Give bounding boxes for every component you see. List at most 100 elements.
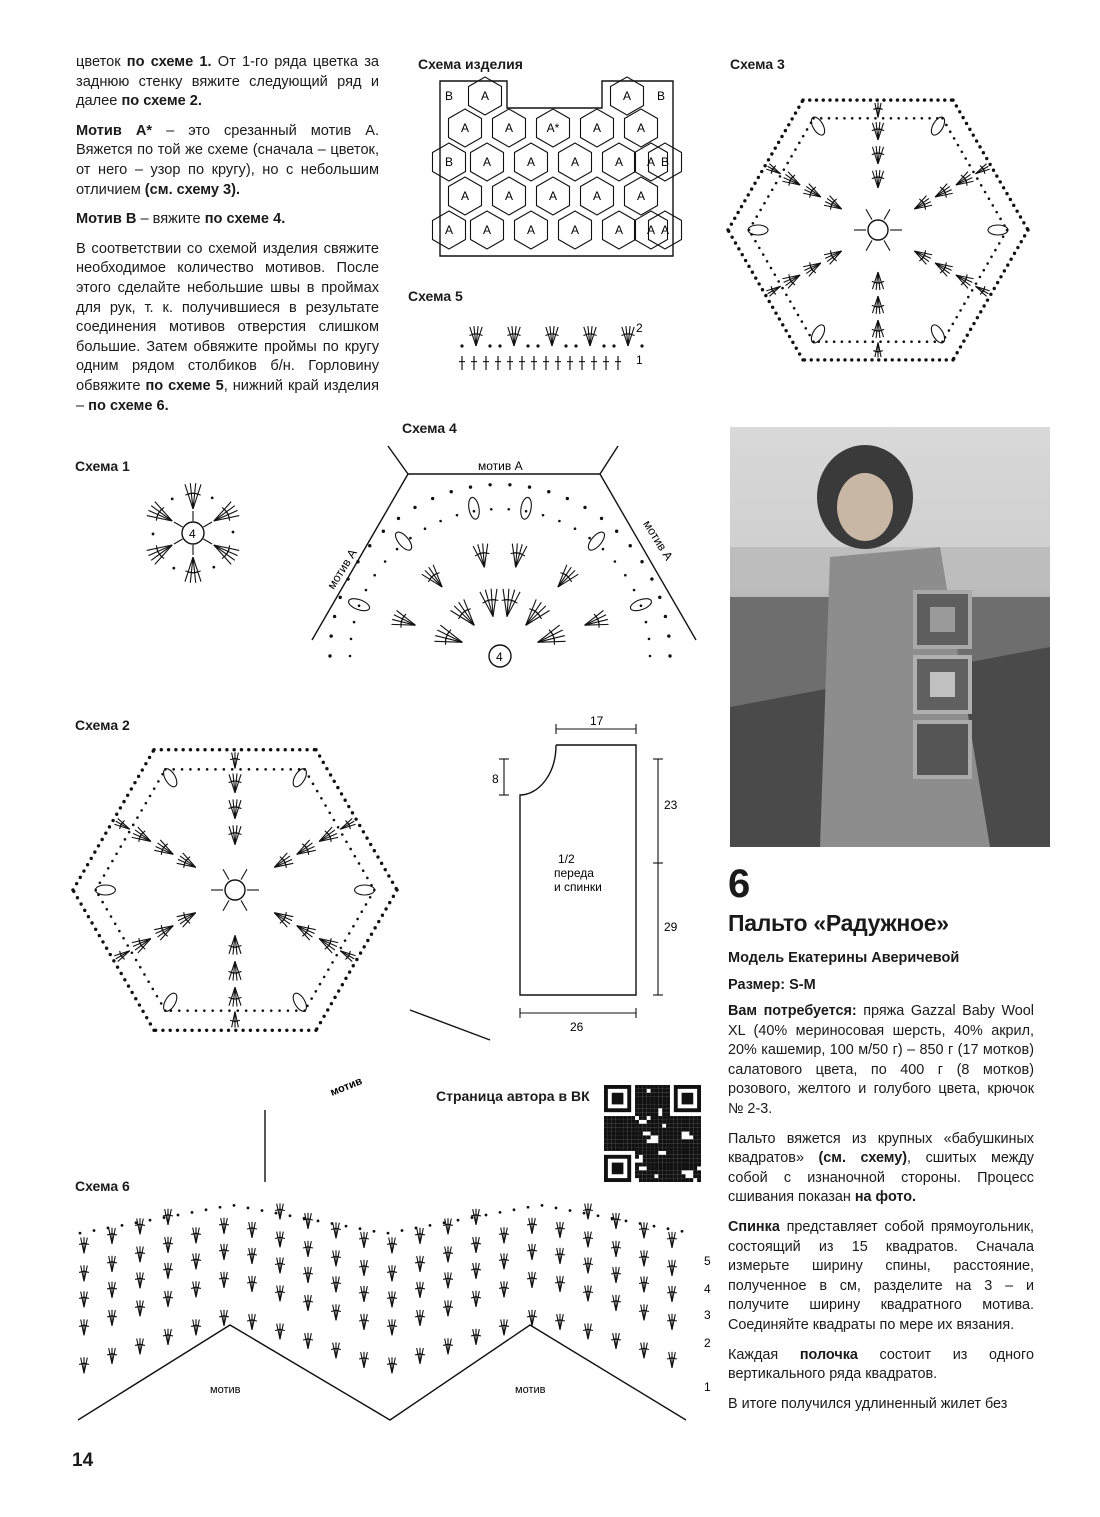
qr-module	[643, 1155, 647, 1159]
qr-code[interactable]	[604, 1085, 701, 1182]
qr-module	[666, 1143, 670, 1147]
chain-dot	[808, 98, 811, 101]
chain-dot	[172, 768, 175, 771]
qr-module	[635, 1097, 639, 1101]
chain-dot	[212, 566, 215, 569]
chain-dot	[99, 881, 102, 884]
qr-module	[689, 1139, 693, 1143]
chain-dot	[369, 843, 372, 846]
qr-module	[643, 1139, 647, 1143]
qr-module	[662, 1147, 666, 1151]
chain-dot	[786, 162, 789, 165]
qr-module	[685, 1124, 689, 1128]
qr-module	[647, 1101, 651, 1105]
chain-dot	[1002, 186, 1005, 189]
chain-dot	[1005, 192, 1008, 195]
layout-motif-label: А	[623, 89, 631, 103]
chain-dot	[730, 235, 733, 238]
chain-dot	[998, 242, 1001, 245]
qr-module	[658, 1085, 662, 1089]
chain-dot	[337, 989, 340, 992]
qr-module	[693, 1159, 697, 1163]
chain-dot	[115, 813, 118, 816]
chain-dot	[94, 928, 97, 931]
qr-module	[635, 1166, 639, 1170]
qr-module	[685, 1147, 689, 1151]
chain-dot	[965, 122, 968, 125]
qr-module	[643, 1097, 647, 1101]
chain-dot	[269, 748, 272, 751]
layout-motif-label: В	[445, 155, 453, 169]
qr-module	[685, 1159, 689, 1163]
pattern-bottom-width: 26	[570, 1020, 584, 1034]
qr-module	[670, 1174, 674, 1178]
layout-motif-label: А	[615, 155, 623, 169]
chain-dot	[903, 98, 906, 101]
qr-module	[654, 1085, 658, 1089]
qr-module	[670, 1132, 674, 1136]
chain-dot	[181, 748, 184, 751]
chain-dot	[171, 497, 174, 500]
chain-dot	[859, 117, 862, 120]
chain-dot	[443, 1221, 446, 1224]
qr-module	[697, 1139, 701, 1143]
chain-dot	[763, 164, 766, 167]
chain-dot	[760, 170, 763, 173]
scheme-6-row-2: 2	[704, 1336, 711, 1350]
chain-dot	[353, 621, 356, 624]
petal	[809, 115, 828, 137]
qr-module	[647, 1143, 651, 1147]
chain-dot	[348, 932, 351, 935]
chain-dot	[135, 1221, 138, 1224]
layout-motif-label: А	[461, 189, 469, 203]
chain-dot	[144, 762, 147, 765]
qr-module	[689, 1166, 693, 1170]
chain-dot	[785, 293, 788, 296]
chain-dot	[322, 761, 325, 764]
layout-motif-label: А	[481, 89, 489, 103]
qr-module	[639, 1170, 643, 1174]
chain-dot	[747, 193, 750, 196]
qr-module	[612, 1143, 616, 1147]
qr-module	[689, 1178, 693, 1182]
chain-dot	[231, 768, 234, 771]
layout-motif-label: А	[637, 189, 645, 203]
stitch-bar	[139, 938, 140, 944]
qr-module	[666, 1112, 670, 1116]
chain-dot	[966, 334, 969, 337]
qr-module	[639, 1085, 643, 1089]
qr-module	[678, 1120, 682, 1124]
stitch-bar	[184, 912, 185, 918]
chain-dot	[992, 169, 995, 172]
chain-dot	[507, 508, 510, 511]
chain-dot	[130, 787, 133, 790]
layout-motif-label: А*	[547, 121, 560, 135]
chain-dot	[126, 794, 129, 797]
qr-module	[635, 1163, 639, 1167]
qr-module	[697, 1151, 701, 1155]
qr-module	[651, 1155, 655, 1159]
qr-module	[662, 1143, 666, 1147]
chain-dot	[945, 358, 948, 361]
pattern-height-1: 23	[664, 798, 678, 812]
chain-dot	[83, 909, 86, 912]
chain-dot	[264, 768, 267, 771]
chain-dot	[388, 901, 391, 904]
qr-module	[604, 1139, 608, 1143]
chain-dot	[921, 117, 924, 120]
layout-motif-label: А	[505, 189, 513, 203]
chain-dot	[600, 517, 603, 520]
chain-dot	[161, 1029, 164, 1032]
chain-dot	[1002, 235, 1005, 238]
chain-dot	[289, 768, 292, 771]
qr-module	[670, 1166, 674, 1170]
chain-dot	[781, 287, 784, 290]
chain-dot	[972, 322, 975, 325]
chain-dot	[763, 202, 766, 205]
qr-module	[693, 1155, 697, 1159]
qr-module	[685, 1139, 689, 1143]
chain-dot	[234, 1029, 237, 1032]
qr-module	[623, 1128, 627, 1132]
chain-dot	[955, 316, 958, 319]
chain-spoke	[223, 900, 229, 910]
